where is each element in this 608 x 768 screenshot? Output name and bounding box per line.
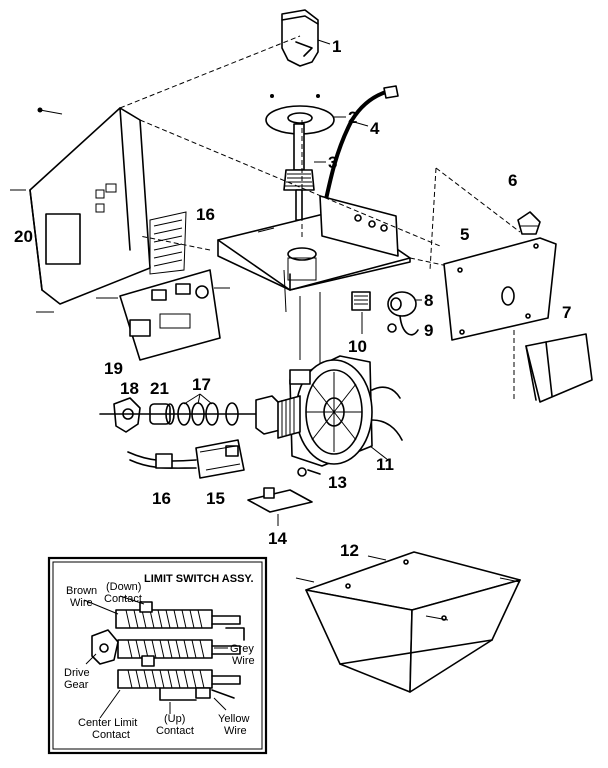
callout-6: 6 bbox=[508, 171, 517, 190]
inset-leader-lines bbox=[83, 595, 228, 719]
inset-yellow-wire: Yellow Wire bbox=[218, 713, 252, 737]
part-12-cover-tray bbox=[295, 551, 521, 693]
callout-8: 8 bbox=[424, 291, 433, 310]
callout-11: 11 bbox=[376, 455, 394, 474]
callout-15: 15 bbox=[206, 489, 225, 508]
callout-4: 4 bbox=[370, 119, 380, 138]
chassis-frame bbox=[217, 195, 411, 366]
callout-2: 2 bbox=[348, 108, 357, 127]
limit-switch-shaft bbox=[99, 395, 301, 439]
callout-14: 14 bbox=[268, 529, 287, 548]
part-15-limit-switch bbox=[195, 439, 245, 479]
callout-13: 13 bbox=[328, 473, 347, 492]
part-4-power-cord bbox=[320, 85, 399, 220]
part-20-panel-housing bbox=[10, 107, 151, 313]
callout-16-upper: 16 bbox=[196, 205, 215, 224]
callout-12: 12 bbox=[340, 541, 359, 560]
part-16-lens-grille bbox=[149, 211, 187, 275]
part-5-end-panel bbox=[443, 237, 557, 341]
callout-10: 10 bbox=[348, 337, 367, 356]
callout-labels: 1 2 3 4 5 6 7 8 9 10 11 12 13 14 15 16 1… bbox=[14, 37, 571, 560]
part-9-wire-lead bbox=[387, 315, 419, 336]
assembly-guide-lines bbox=[119, 35, 521, 400]
callout-7: 7 bbox=[562, 303, 571, 322]
inset-wires bbox=[159, 627, 245, 701]
inset-drive-gear bbox=[91, 629, 119, 665]
callout-20: 20 bbox=[14, 227, 33, 246]
inset-center-limit-contact: Center Limit Contact bbox=[78, 717, 140, 741]
callout-16-lower: 16 bbox=[152, 489, 171, 508]
inset-down-contact: (Down) Contact bbox=[104, 581, 145, 605]
part-6-knob bbox=[517, 211, 541, 235]
callout-21: 21 bbox=[150, 379, 169, 398]
part-19-logic-board bbox=[119, 269, 230, 361]
inset-brown-wire: Brown Wire bbox=[66, 585, 100, 609]
inset-threaded-rods bbox=[115, 601, 241, 699]
inset-title: LIMIT SWITCH ASSY. bbox=[144, 573, 254, 585]
part-18-drive-gear bbox=[113, 397, 141, 433]
inset-up-contact: (Up) Contact bbox=[156, 713, 194, 737]
callout-19: 19 bbox=[104, 359, 123, 378]
part-11-motor-assembly bbox=[289, 355, 403, 467]
limit-switch-inset: LIMIT SWITCH ASSY. bbox=[47, 556, 268, 755]
part-14-bracket bbox=[247, 487, 313, 526]
part-7-light-lens bbox=[525, 333, 593, 403]
callout-1: 1 bbox=[332, 37, 341, 56]
part-8-light-socket bbox=[387, 291, 422, 317]
callout-17: 17 bbox=[192, 375, 211, 394]
callout-5: 5 bbox=[460, 225, 469, 244]
part-13-screw bbox=[297, 467, 321, 477]
callout-9: 9 bbox=[424, 321, 433, 340]
inset-grey-wire: Grey Wire bbox=[230, 643, 257, 667]
callout-18: 18 bbox=[120, 379, 139, 398]
part-10-terminal-block bbox=[351, 291, 371, 334]
callout-3: 3 bbox=[328, 153, 337, 172]
part-2-bearing-plate bbox=[265, 94, 346, 135]
part-16-wire-harness bbox=[127, 451, 197, 469]
part-17-washers bbox=[177, 393, 239, 426]
inset-drive-gear-label: Drive Gear bbox=[64, 667, 93, 691]
part-1-cover-cap bbox=[281, 9, 331, 67]
